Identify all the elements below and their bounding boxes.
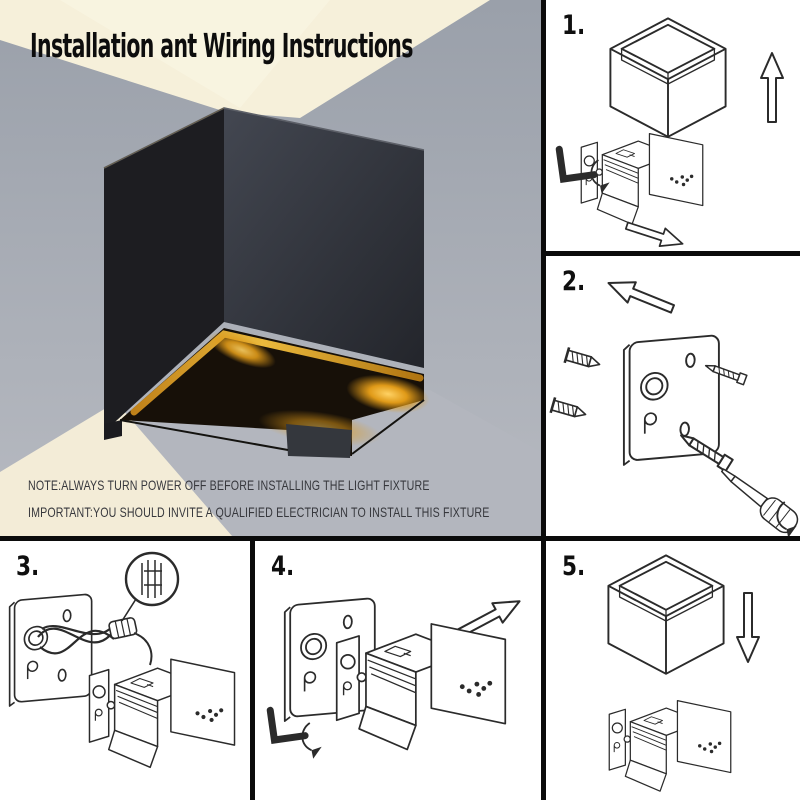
note-line-2: IMPORTANT:YOU SHOULD INVITE A QUALIFIED … [28, 504, 490, 520]
horizontal-divider-bottom-row [0, 536, 800, 541]
step-5-label: 5. [562, 551, 586, 582]
step-3-diagram [8, 551, 236, 769]
step-4-diagram [255, 590, 526, 760]
magnifier-wires [141, 560, 162, 598]
magnifier-detail [124, 551, 180, 607]
lower-wall [116, 390, 541, 536]
wall-lamp-photo [0, 0, 541, 536]
step-5-panel: 5. [546, 541, 800, 800]
hero-notes: NOTE:ALWAYS TURN POWER OFF BEFORE INSTAL… [28, 472, 490, 526]
glow-blob-right [346, 374, 430, 414]
magnifier-pointer [121, 598, 137, 622]
step-2-label: 2. [562, 266, 586, 297]
underside-rim [119, 399, 425, 455]
step-4-label: 4. [271, 551, 295, 582]
step-3-panel: 3. [0, 541, 250, 800]
cube-edge-warm-highlight [103, 107, 225, 169]
lower-light-beam [0, 402, 232, 536]
mount-bracket-foot [286, 424, 352, 458]
glow-blob-left [208, 331, 276, 369]
step-1-panel: 1. [546, 0, 800, 251]
step-1-label: 1. [562, 10, 586, 41]
cube-right-face [224, 108, 424, 368]
wire-to-body [133, 632, 153, 666]
upper-beam-hotspot [60, 0, 330, 108]
vertical-divider-main [541, 0, 546, 800]
step-3-label: 3. [16, 551, 40, 582]
hero-title: Installation ant Wiring Instructions [30, 26, 413, 65]
step-2-panel: 2. [546, 256, 800, 536]
step-4-panel: 4. [255, 541, 541, 800]
product-photo: Installation ant Wiring Instructions NOT… [0, 0, 541, 536]
wires [37, 625, 115, 655]
step-2-diagram [549, 271, 800, 536]
vertical-divider-step3-4 [250, 541, 255, 800]
horizontal-divider-step1-2 [546, 251, 800, 256]
note-line-1: NOTE:ALWAYS TURN POWER OFF BEFORE INSTAL… [28, 477, 430, 493]
cube-left-foot [104, 420, 122, 440]
cube-left-face [104, 108, 224, 432]
